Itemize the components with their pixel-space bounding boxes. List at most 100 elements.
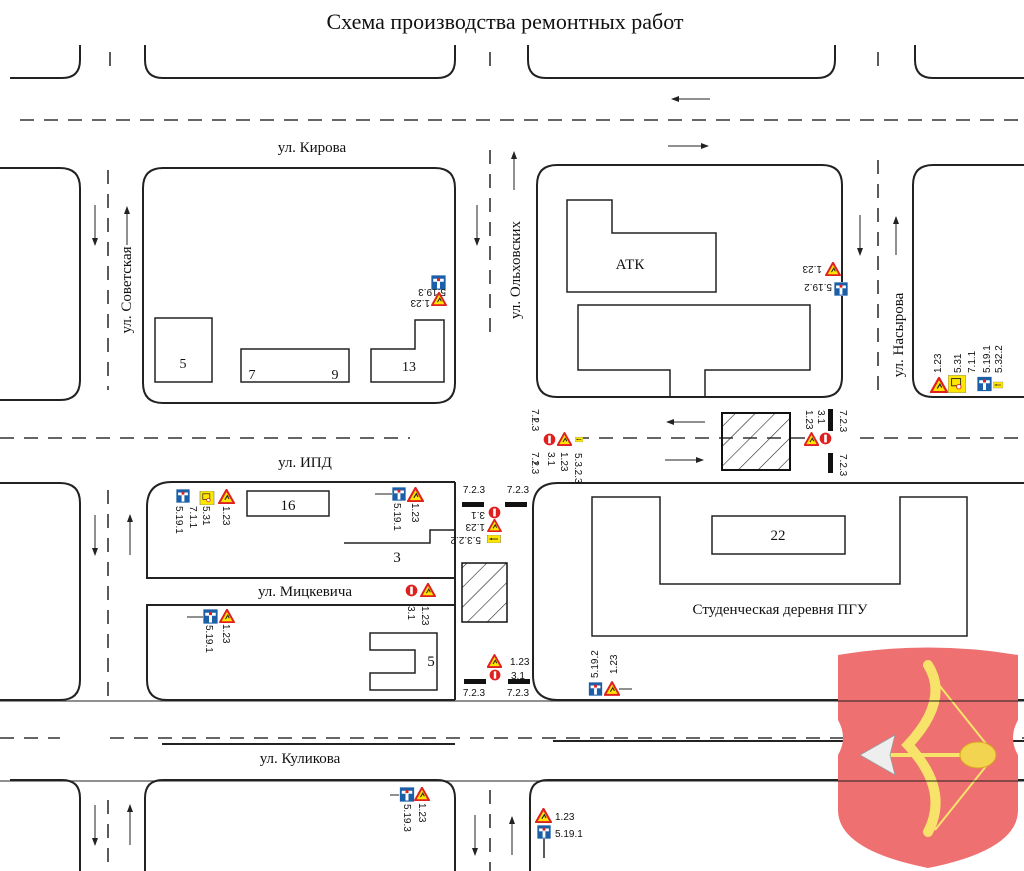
barrier-icon (828, 453, 833, 473)
road-works-sign-icon (487, 519, 502, 532)
sign-code: 7.2.3 (463, 485, 486, 496)
building-label: 13 (402, 360, 416, 375)
dead-end-sign-icon (399, 787, 415, 802)
sign-code: 1.23 (419, 606, 430, 626)
sign-code: 5.19.2 (590, 650, 601, 678)
sign-code: 5.31 (200, 506, 211, 526)
sign-code: 5.19.1 (982, 345, 993, 373)
road-works-sign-icon (218, 489, 235, 504)
sign-code: 7.1.1 (967, 350, 978, 373)
sign-code: 1.23 (220, 506, 231, 526)
sign-code: 5.19.2 (804, 281, 832, 292)
sign-code: 7.2.3 (529, 452, 540, 475)
sign-code: 7.2.3 (529, 409, 540, 432)
no-entry-sign-icon (543, 433, 556, 446)
road-works-sign-icon (825, 262, 841, 276)
building-label: 5 (427, 654, 435, 670)
detour-direction-plate-icon (575, 435, 583, 444)
sign-code: 1.23 (609, 654, 620, 674)
road-works-sign-icon (487, 654, 502, 668)
traffic-arrows (92, 96, 899, 856)
sign-code: 5.19.1 (173, 506, 184, 534)
street-kirova: ул. Кирова (278, 140, 347, 156)
detour-scheme-sign-icon (948, 375, 966, 393)
no-entry-sign-icon (405, 584, 418, 597)
sign-code: 3.1 (471, 509, 485, 520)
sign-code: 1.23 (555, 812, 575, 823)
sign-code: 5.19.1 (391, 503, 402, 531)
sign-code: 5.19.1 (555, 829, 583, 840)
road-works-sign-icon (557, 432, 572, 446)
sign-code: 1.23 (465, 521, 485, 532)
building-label: Студенческая деревня ПГУ (693, 602, 868, 618)
sign-code: 1.23 (933, 353, 944, 373)
sign-code: 3.1 (511, 671, 525, 682)
sign-code: 3.1 (405, 606, 416, 620)
barrier-icon (505, 502, 527, 507)
road-works-sign-icon (535, 808, 552, 823)
street-ipd: ул. ИПД (278, 455, 332, 471)
sign-labels: 5.19.3 1.23 1.23 5.19.2 1.23 5.31 7.1.1 … (173, 263, 1005, 840)
work-zone-mitskevicha (461, 562, 508, 623)
building-label: 16 (281, 498, 297, 514)
work-zone-ipd (721, 412, 791, 471)
dead-end-sign-icon (392, 487, 406, 501)
no-entry-sign-icon (489, 669, 501, 681)
dead-end-sign-icon (176, 489, 190, 503)
sign-code: 7.1.1 (187, 506, 198, 529)
dead-end-sign-icon (977, 376, 992, 392)
sign-code: 5.19.3 (401, 804, 412, 832)
building-label: 9 (332, 368, 339, 383)
sign-code: 1.23 (802, 263, 822, 274)
sign-code: 3.1 (815, 410, 826, 424)
sign-code: 7.2.3 (837, 410, 848, 433)
sign-code: 1.23 (220, 624, 231, 644)
building-label: 5 (180, 357, 187, 372)
page-title: Схема производства ремонтных работ (326, 9, 683, 34)
sign-code: 1.23 (510, 657, 530, 668)
building-label: 3 (393, 550, 401, 566)
sign-code: 5.31 (953, 353, 964, 373)
dead-end-sign-icon (203, 609, 218, 624)
sign-code: 7.2.3 (507, 688, 530, 699)
dead-end-sign-icon (834, 282, 848, 296)
sign-code: 5.19.1 (203, 625, 214, 653)
building-label: 7 (249, 368, 256, 383)
road-works-sign-icon (420, 583, 436, 597)
sign-code: 7.2.3 (837, 454, 848, 477)
street-olkhovskikh: ул. Ольховских (508, 221, 524, 319)
buildings (154, 199, 968, 691)
street-kulikova: ул. Куликова (260, 751, 341, 767)
sign-code: 5.19.3 (418, 286, 446, 297)
detour-scheme-sign-icon (199, 491, 215, 505)
barrier-icon (464, 679, 486, 684)
sign-code: 1.23 (409, 503, 420, 523)
work-zones (461, 412, 791, 623)
barrier-icon (828, 409, 833, 431)
dead-end-sign-icon (588, 682, 603, 696)
sign-code: 7.2.3 (463, 688, 486, 699)
road-works-sign-icon (219, 609, 235, 623)
street-nasyrova: ул. Насырова (891, 292, 907, 377)
sign-code: 1.23 (803, 410, 814, 430)
road-works-sign-icon (804, 432, 819, 446)
barrier-icon (508, 679, 530, 684)
road-works-sign-icon (604, 681, 620, 696)
dead-end-sign-icon (537, 825, 551, 839)
detour-direction-plate-icon (486, 535, 502, 543)
city-blocks (0, 45, 1024, 871)
road-edge-overlay (0, 700, 1024, 782)
sign-code: 5.32.2 (994, 345, 1005, 373)
detour-direction-plate-icon (993, 381, 1003, 389)
coat-of-arms-icon (0, 647, 1024, 868)
road-works-sign-icon (930, 377, 948, 393)
barrier-icon (462, 502, 484, 507)
sign-code: 5.3.2.2 (450, 534, 481, 545)
building-label: 22 (771, 528, 786, 544)
road-works-sign-icon (407, 487, 424, 502)
sign-code: 7.2.3 (507, 485, 530, 496)
no-entry-sign-icon (819, 432, 832, 445)
sign-code: 1.23 (410, 297, 430, 308)
no-entry-sign-icon (488, 506, 501, 519)
